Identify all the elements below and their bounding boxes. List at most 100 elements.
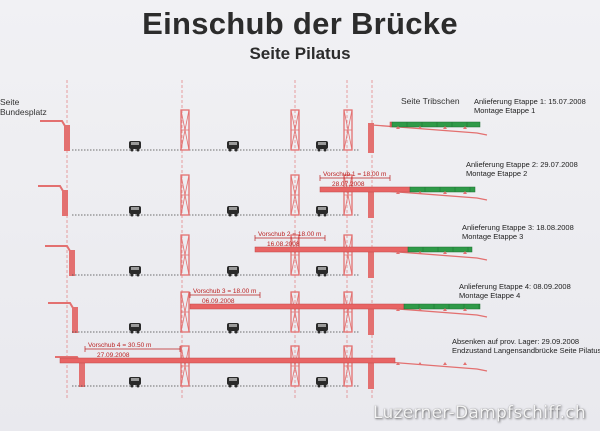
vehicle-wheel-b-2-3 (323, 213, 327, 217)
deck-existing-5 (59, 357, 396, 364)
deck-support-1-1 (396, 126, 400, 129)
stage-4-montage-label: Montage Etappe 4 (459, 291, 521, 300)
vehicle-window-5-1 (131, 378, 139, 381)
deck-support-4-3 (443, 308, 447, 311)
deck-support-3-4 (463, 251, 467, 254)
vehicle-wheel-b-4-2 (234, 330, 238, 334)
deck-support-3-1 (396, 251, 400, 254)
vehicle-window-3-1 (131, 267, 139, 270)
vehicle-wheel-b-1-1 (136, 148, 140, 152)
vehicle-wheel-a-3-2 (228, 273, 232, 277)
deck-existing-1 (389, 121, 393, 128)
side-left-label-line1: Seite (0, 97, 20, 107)
deck-support-4-1 (396, 308, 400, 311)
right-pier-5 (368, 359, 374, 389)
left-pier-5 (79, 361, 85, 387)
left-abutment-2 (38, 185, 67, 197)
vehicle-wheel-a-4-3 (317, 330, 321, 334)
vehicle-wheel-a-3-1 (130, 273, 134, 277)
vehicle-window-3-2 (229, 267, 237, 270)
right-ramp-2 (371, 189, 488, 201)
watermark: Luzerner-Dampfschiff.ch (373, 403, 586, 423)
deck-support-1-2 (418, 126, 422, 129)
dimension-date-4: 06.09.2008 (202, 298, 235, 305)
stage-1-montage-label: Montage Etappe 1 (474, 106, 536, 115)
deck-support-3-3 (443, 251, 447, 254)
right-pier-1 (368, 123, 374, 153)
vehicle-wheel-a-5-3 (317, 384, 321, 388)
right-pier-3 (368, 248, 374, 278)
dimension-label-3: Vorschub 2 = 18.00 m (258, 231, 321, 238)
deck-support-4-2 (418, 308, 422, 311)
vehicle-wheel-b-1-2 (234, 148, 238, 152)
right-pier-2 (368, 188, 374, 218)
deck-support-5-1 (396, 362, 400, 365)
left-abutment-3 (45, 245, 74, 257)
deck-support-2-4 (463, 191, 467, 194)
vehicle-wheel-a-2-1 (130, 213, 134, 217)
vehicle-wheel-a-1-1 (130, 148, 134, 152)
dimension-date-5: 27.09.2008 (97, 352, 130, 359)
right-ramp-4 (371, 306, 488, 318)
deck-new-2 (409, 186, 476, 193)
deck-new-1 (391, 121, 481, 128)
vehicle-wheel-b-4-1 (136, 330, 140, 334)
vehicle-window-1-2 (229, 142, 237, 145)
vehicle-wheel-a-5-1 (130, 384, 134, 388)
deck-new-3 (407, 246, 473, 253)
page-title: Einschub der Brücke (142, 6, 458, 41)
stage-4-delivery-label: Anlieferung Etappe 4: 08.09.2008 (459, 282, 571, 291)
vehicle-window-4-3 (318, 324, 326, 327)
stage-5-final-state-label: Endzustand Langensandbrücke Seite Pilatu… (452, 346, 600, 355)
vehicle-window-3-3 (318, 267, 326, 270)
dimension-date-2: 28.07.2008 (332, 181, 365, 188)
left-abutment-4 (48, 302, 77, 314)
left-pier-3 (69, 250, 75, 276)
deck-support-1-4 (463, 126, 467, 129)
right-ramp-3 (371, 249, 488, 261)
right-pier-4 (368, 305, 374, 335)
vehicle-window-4-2 (229, 324, 237, 327)
dimension-date-3: 16.08.2008 (267, 241, 300, 248)
deck-support-5-2 (418, 362, 422, 365)
vehicle-window-2-3 (318, 207, 326, 210)
vehicle-window-1-3 (318, 142, 326, 145)
vehicle-wheel-a-3-3 (317, 273, 321, 277)
deck-support-1-3 (443, 126, 447, 129)
stage-3-montage-label: Montage Etappe 3 (462, 232, 524, 241)
vehicle-wheel-b-2-2 (234, 213, 238, 217)
vehicle-wheel-b-1-3 (323, 148, 327, 152)
vehicle-wheel-a-1-3 (317, 148, 321, 152)
vehicle-window-5-2 (229, 378, 237, 381)
stage-1-delivery-label: Anlieferung Etappe 1: 15.07.2008 (474, 97, 586, 106)
deck-support-2-1 (396, 191, 400, 194)
left-pier-4 (72, 307, 78, 333)
page-subtitle: Seite Pilatus (249, 44, 351, 63)
vehicle-window-1-1 (131, 142, 139, 145)
deck-new-4 (403, 303, 481, 310)
stage-2-montage-label: Montage Etappe 2 (466, 169, 528, 178)
vehicle-window-5-3 (318, 378, 326, 381)
vehicle-wheel-b-5-3 (323, 384, 327, 388)
left-pier-1 (64, 125, 70, 151)
vehicle-window-2-1 (131, 207, 139, 210)
vehicle-wheel-b-3-1 (136, 273, 140, 277)
vehicle-wheel-a-4-2 (228, 330, 232, 334)
side-left-label-line2: Bundesplatz (0, 107, 47, 117)
left-abutment-1 (40, 120, 69, 132)
dimension-label-4: Vorschub 3 = 18.00 m (193, 288, 256, 295)
stage-2-delivery-label: Anlieferung Etappe 2: 29.07.2008 (466, 160, 578, 169)
deck-support-3-2 (418, 251, 422, 254)
deck-support-2-3 (443, 191, 447, 194)
stage-5-lowering-label: Absenken auf prov. Lager: 29.09.2008 (452, 337, 580, 346)
deck-support-5-3 (443, 362, 447, 365)
vehicle-wheel-b-3-3 (323, 273, 327, 277)
vehicle-wheel-a-2-3 (317, 213, 321, 217)
left-pier-2 (62, 190, 68, 216)
dimension-label-2: Vorschub 1 = 18.00 m (323, 171, 386, 178)
deck-support-5-4 (463, 362, 467, 365)
stage-3-delivery-label: Anlieferung Etappe 3: 18.08.2008 (462, 223, 574, 232)
side-right-label: Seite Tribschen (401, 96, 460, 106)
